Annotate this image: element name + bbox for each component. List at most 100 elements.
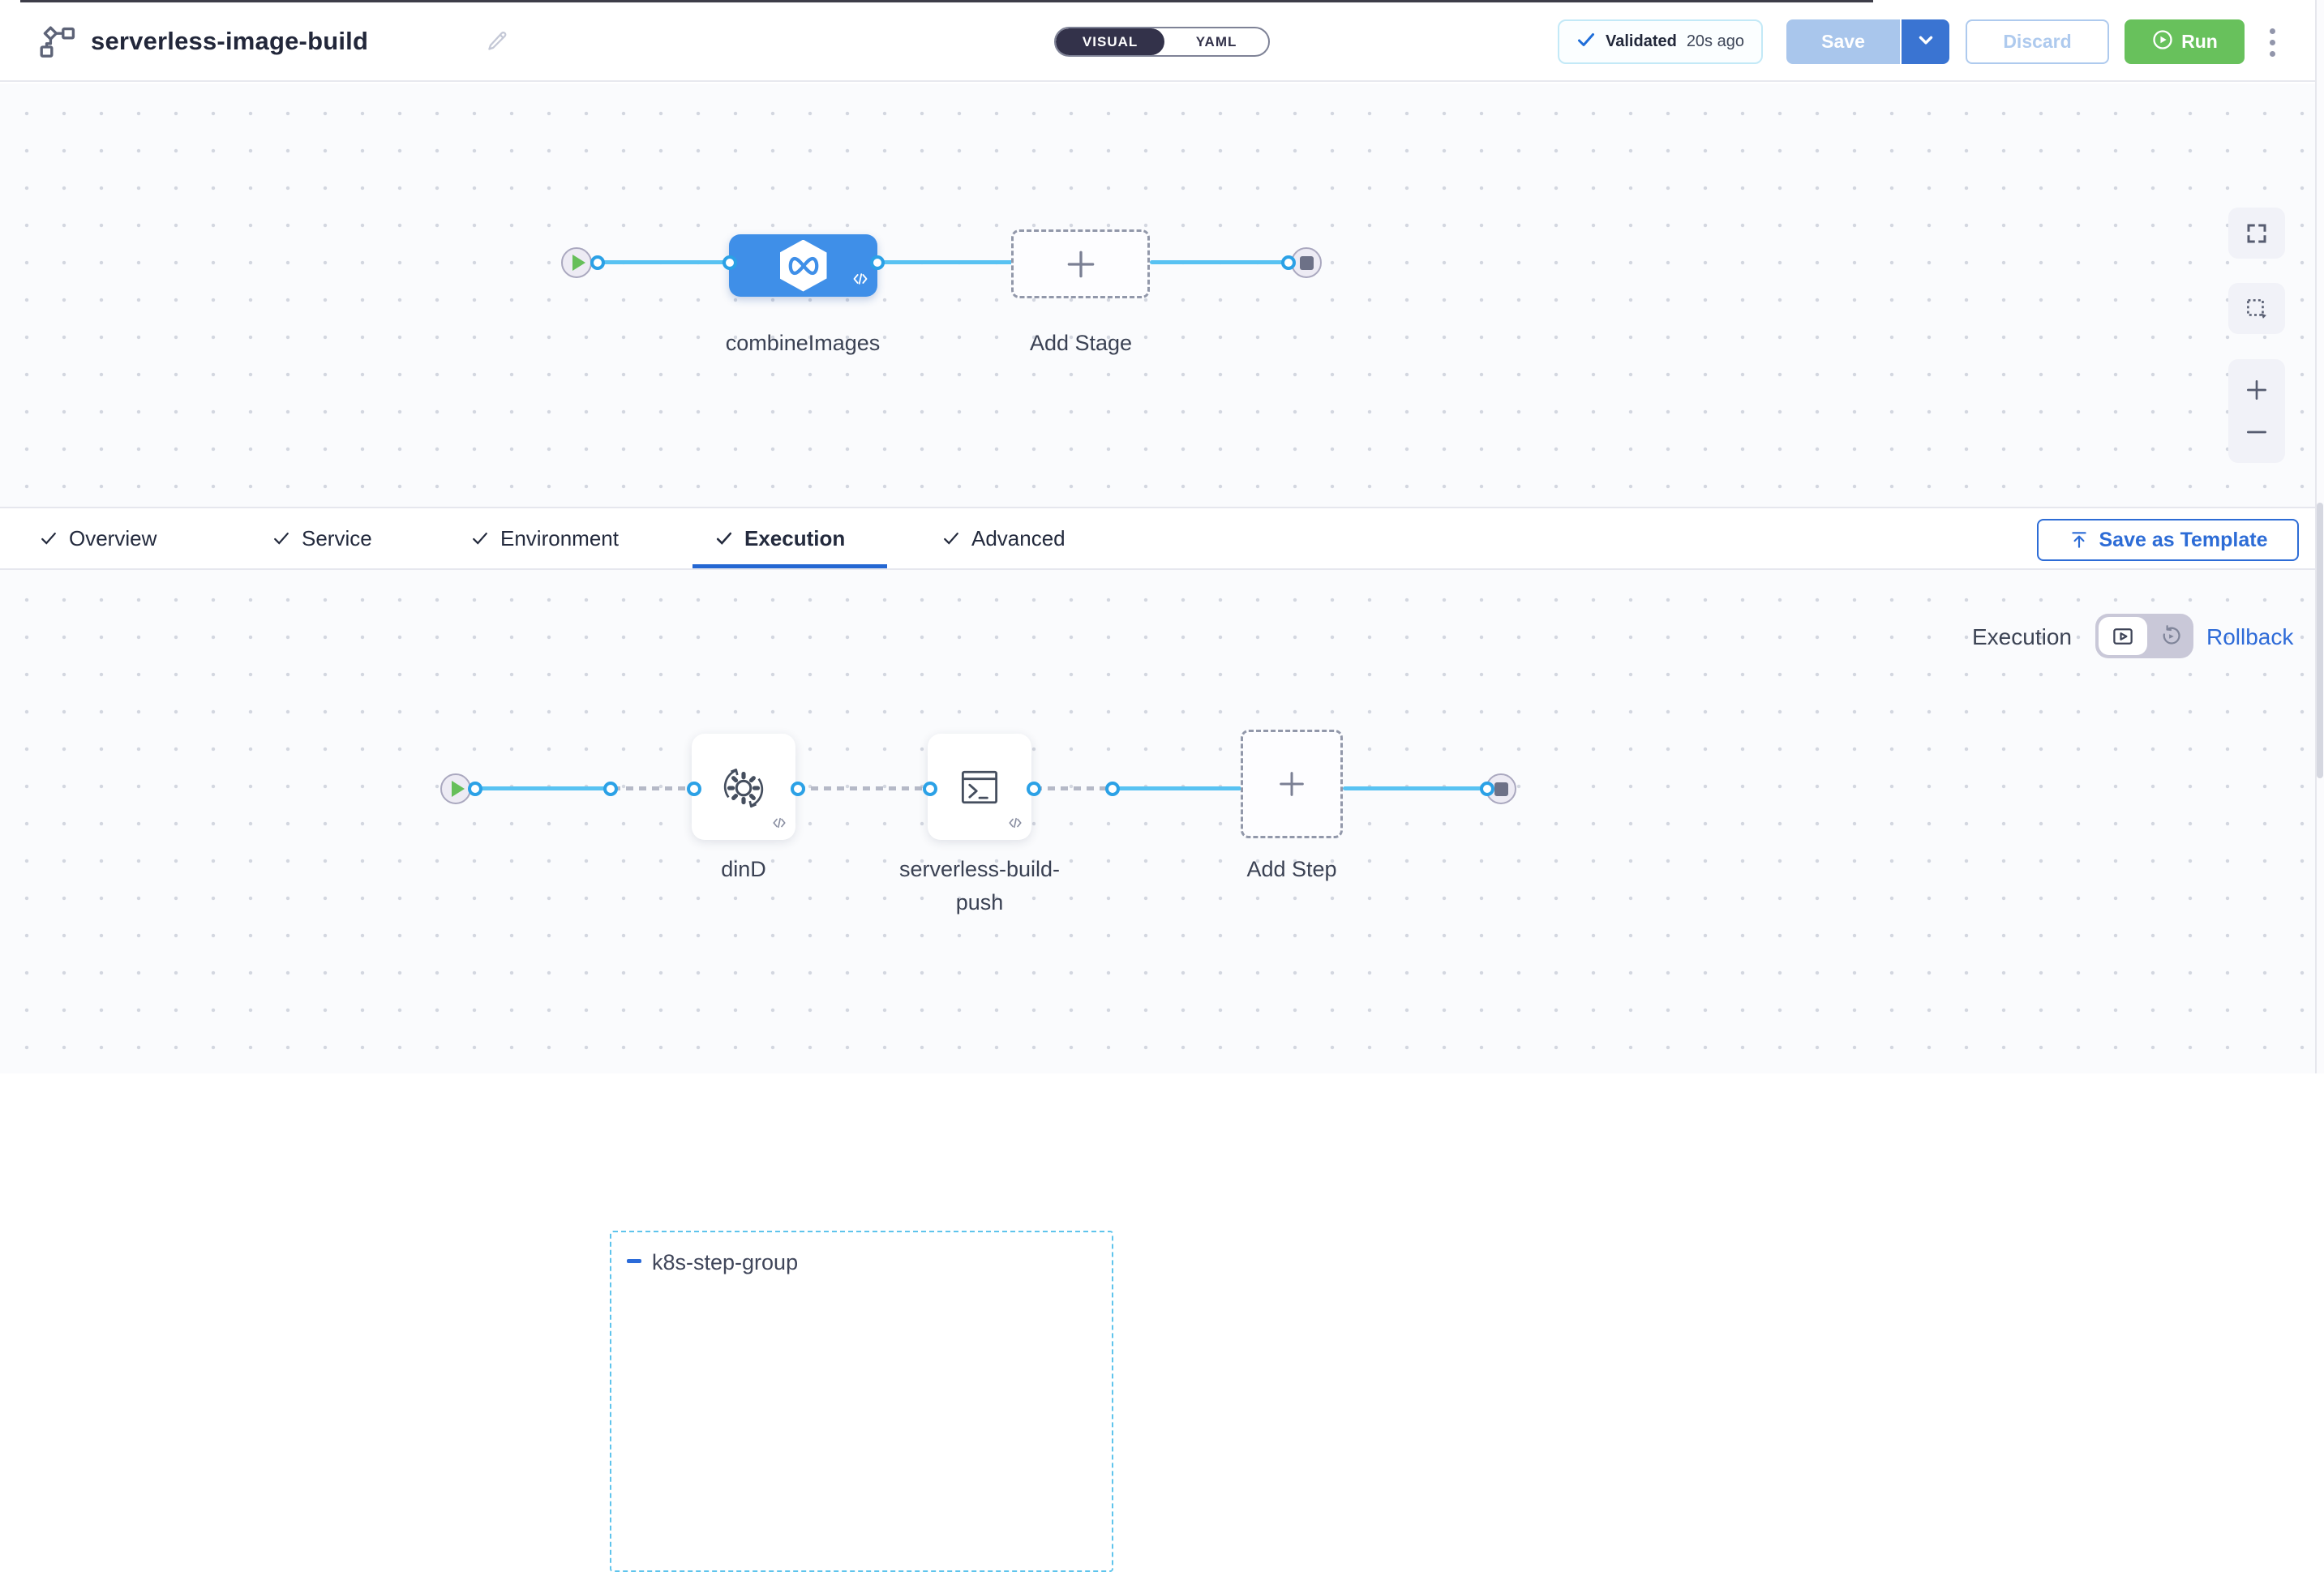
- execution-canvas[interactable]: Execution Rollback k8s-step-group: [0, 570, 2315, 1572]
- vertical-scrollbar-thumb[interactable]: [2317, 503, 2323, 778]
- connector-line: [1112, 786, 1241, 790]
- tab-service[interactable]: Service: [272, 508, 372, 568]
- validation-status: Validated: [1606, 32, 1677, 50]
- page-title: serverless-image-build: [91, 27, 369, 55]
- check-icon: [1576, 30, 1596, 54]
- connector-dot: [468, 782, 482, 796]
- connector-line: [1150, 260, 1289, 264]
- play-circle-icon: [2151, 28, 2174, 56]
- plus-icon: [1280, 772, 1304, 796]
- tab-execution[interactable]: Execution: [715, 508, 845, 568]
- visual-yaml-toggle: VISUAL YAML: [1054, 27, 1270, 57]
- connector-dot: [1105, 782, 1120, 796]
- add-step-button[interactable]: [1241, 730, 1343, 838]
- add-stage-button[interactable]: [1011, 229, 1150, 298]
- tab-overview[interactable]: Overview: [40, 508, 157, 568]
- end-stop-icon: [1494, 782, 1508, 796]
- connector-line-dashed: [798, 786, 929, 790]
- code-icon: [771, 816, 787, 834]
- zoom-in-icon[interactable]: [2244, 377, 2270, 403]
- rollback-link[interactable]: Rollback: [2206, 624, 2294, 649]
- plus-icon: [1067, 251, 1094, 277]
- gear-sync-icon: [723, 768, 764, 807]
- start-play-icon: [451, 781, 465, 797]
- connector-dot: [722, 255, 737, 270]
- add-step-label: Add Step: [1246, 857, 1337, 881]
- rollback-view-segment[interactable]: [2147, 614, 2193, 658]
- check-icon: [944, 532, 958, 545]
- save-as-template-button[interactable]: Save as Template: [2037, 519, 2299, 561]
- validation-badge[interactable]: Validated 20s ago: [1558, 19, 1763, 64]
- connector-dot: [923, 782, 937, 796]
- step-group-label: k8s-step-group: [652, 1250, 799, 1274]
- execution-start-node: [440, 773, 471, 804]
- step-label: serverless-build-push: [898, 857, 1061, 915]
- connector-line: [1343, 786, 1487, 790]
- add-stage-label: Add Stage: [1029, 331, 1133, 355]
- step-group-k8s[interactable]: k8s-step-group: [610, 1231, 1113, 1572]
- run-label: Run: [2181, 31, 2218, 52]
- pipeline-graph-icon: [32, 24, 78, 62]
- step-label: dinD: [721, 857, 766, 881]
- tab-environment[interactable]: Environment: [471, 508, 619, 568]
- execution-rollback-toggle[interactable]: [2095, 614, 2193, 658]
- toggle-yaml[interactable]: YAML: [1195, 33, 1237, 49]
- more-options-kebab-icon[interactable]: [2262, 24, 2282, 61]
- zoom-controls: [2228, 359, 2285, 463]
- connector-line-dashed: [1035, 786, 1112, 790]
- ci-stage-hexagon-icon: [779, 239, 827, 292]
- terminal-icon: [961, 770, 998, 803]
- execution-view-icon: [2113, 628, 2133, 645]
- execution-end-node: [1486, 773, 1516, 804]
- discard-button[interactable]: Discard: [1966, 19, 2109, 64]
- pipeline-start-node: [561, 247, 592, 278]
- start-play-icon: [572, 255, 585, 271]
- connector-dot: [1480, 782, 1494, 796]
- connector-dot: [1027, 782, 1041, 796]
- code-icon: [851, 271, 869, 291]
- active-tab-underline: [692, 564, 887, 568]
- toggle-visual[interactable]: VISUAL: [1056, 28, 1165, 55]
- check-icon: [41, 532, 56, 545]
- upload-icon: [2071, 532, 2086, 548]
- tab-advanced[interactable]: Advanced: [942, 508, 1066, 568]
- connector-dot: [870, 255, 885, 270]
- save-dropdown-button[interactable]: [1900, 19, 1949, 64]
- check-icon: [473, 532, 487, 545]
- stage-label: combineImages: [725, 331, 881, 355]
- rollback-icon: [2163, 624, 2180, 645]
- save-button[interactable]: Save: [1786, 19, 1900, 64]
- collapse-group-icon[interactable]: [627, 1259, 641, 1263]
- stage-tab-bar: Overview Service Environment Execution A…: [0, 507, 2324, 570]
- code-icon: [1007, 816, 1023, 834]
- marquee-select-button[interactable]: [2228, 283, 2285, 334]
- check-icon: [716, 532, 732, 545]
- zoom-out-icon[interactable]: [2244, 419, 2270, 445]
- edit-pencil-icon[interactable]: [485, 29, 509, 58]
- fullscreen-button[interactable]: [2228, 208, 2285, 259]
- validation-time: 20s ago: [1686, 32, 1744, 50]
- run-button[interactable]: Run: [2125, 19, 2245, 64]
- connector-line: [876, 260, 1014, 264]
- stage-canvas[interactable]: combineImages Add Stage: [0, 84, 2315, 507]
- top-edge-strip: [20, 0, 1873, 2]
- stage-node-combineimages[interactable]: [729, 234, 877, 297]
- end-stop-icon: [1299, 255, 1314, 270]
- connector-dot: [1281, 255, 1296, 270]
- header: serverless-image-build VISUAL YAML Valid…: [0, 0, 2324, 82]
- chevron-down-icon: [1915, 29, 1936, 54]
- connector-dot: [687, 782, 701, 796]
- pipeline-end-node: [1291, 247, 1322, 278]
- marquee-select-icon: [2247, 298, 2266, 319]
- step-node-dind[interactable]: [692, 734, 795, 840]
- connector-dot: [791, 782, 805, 796]
- connector-line-dashed: [613, 786, 694, 790]
- connector-dot: [590, 255, 605, 270]
- execution-view-label: Execution: [1972, 624, 2072, 649]
- connector-line: [469, 786, 611, 790]
- fullscreen-icon: [2247, 224, 2266, 242]
- connector-line: [598, 260, 731, 264]
- connector-dot: [603, 782, 618, 796]
- execution-view-segment[interactable]: [2099, 617, 2147, 655]
- step-node-serverless-build-push[interactable]: [928, 734, 1031, 840]
